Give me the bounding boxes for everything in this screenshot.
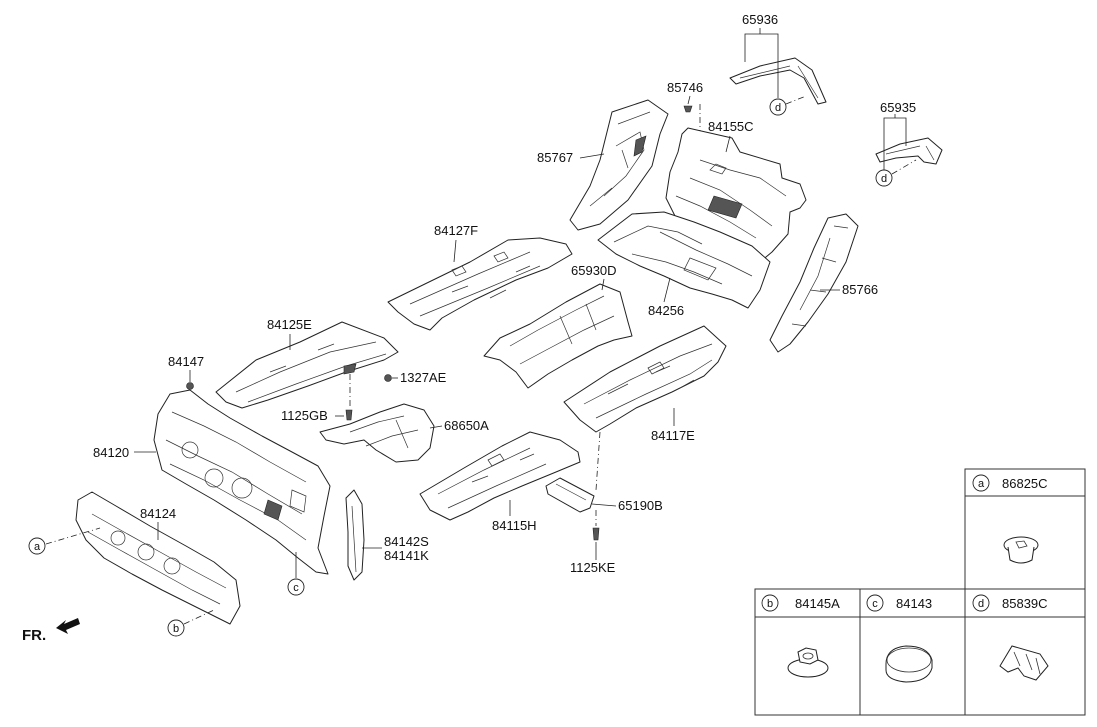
clip-85839C-icon xyxy=(999,645,1049,681)
callout-d-top: d xyxy=(769,98,787,116)
label-84125E: 84125E xyxy=(267,317,312,332)
callout-b: b xyxy=(167,619,185,637)
leader-85746 xyxy=(687,95,691,105)
leader-65190B xyxy=(591,503,617,507)
dashline-84117E xyxy=(595,431,601,491)
label-85767: 85767 xyxy=(537,150,573,165)
label-65935: 65935 xyxy=(880,100,916,115)
legend-item-a: a 86825C xyxy=(972,474,1048,564)
label-65936: 65936 xyxy=(742,12,778,27)
svg-text:b: b xyxy=(173,623,179,635)
part-85766-shape xyxy=(769,213,859,353)
part-84127F-shape xyxy=(387,237,573,331)
label-84142S: 84142S xyxy=(384,534,429,549)
nut-84145A-icon xyxy=(787,647,829,678)
part-84117E-shape xyxy=(563,325,727,433)
label-84115H: 84115H xyxy=(492,518,537,533)
part-84142S-shape xyxy=(345,489,365,581)
direction-label: FR. xyxy=(22,627,46,644)
legend-item-b: b 84145A xyxy=(761,594,840,678)
part-85767-shape xyxy=(569,99,669,231)
label-84256: 84256 xyxy=(648,303,684,318)
svg-text:c: c xyxy=(872,598,878,610)
label-65930D: 65930D xyxy=(571,263,617,278)
part-84120-shape xyxy=(153,389,331,575)
legend-part-d: 85839C xyxy=(1002,596,1048,611)
leader-84155C xyxy=(725,135,731,153)
label-84155C: 84155C xyxy=(708,119,754,134)
label-85746: 85746 xyxy=(667,80,703,95)
dashline-d-right xyxy=(891,159,917,175)
part-65930D-shape xyxy=(483,283,633,389)
part-84125E-shape xyxy=(215,321,399,409)
legend-table xyxy=(754,468,1086,716)
dashline-b xyxy=(183,609,215,625)
part-84115H-shape xyxy=(419,431,581,521)
plug-84143-icon xyxy=(885,645,933,683)
dashline-a xyxy=(45,527,101,545)
bolt-1125KE xyxy=(592,527,600,541)
leader-65936 xyxy=(744,28,779,62)
legend-part-c: 84143 xyxy=(896,596,932,611)
nut-1327AE xyxy=(384,374,392,382)
part-68650A-shape xyxy=(319,403,435,463)
leader-85767 xyxy=(579,153,605,159)
label-85766: 85766 xyxy=(842,282,878,297)
bolt-1125GB xyxy=(345,409,353,421)
label-1125KE: 1125KE xyxy=(570,560,616,575)
label-1327AE: 1327AE xyxy=(400,370,447,385)
label-84141K: 84141K xyxy=(384,548,429,563)
label-84147: 84147 xyxy=(168,354,204,369)
grommet-84147 xyxy=(186,382,194,390)
label-84120: 84120 xyxy=(93,445,129,460)
label-1125GB: 1125GB xyxy=(281,408,328,423)
part-65190B-shape xyxy=(545,477,595,513)
label-65190B: 65190B xyxy=(618,498,663,513)
leader-68650A xyxy=(429,425,443,429)
legend-item-c: c 84143 xyxy=(866,594,933,683)
label-84124: 84124 xyxy=(140,506,176,521)
clip-85746-shape xyxy=(683,105,693,113)
svg-text:a: a xyxy=(978,478,985,490)
legend-item-d: d 85839C xyxy=(972,594,1049,681)
clip-86825C-icon xyxy=(1003,536,1039,564)
leader-65930D xyxy=(601,278,605,291)
legend-part-a: 86825C xyxy=(1002,476,1048,491)
svg-text:c: c xyxy=(293,582,299,594)
label-84117E: 84117E xyxy=(651,428,695,443)
svg-text:a: a xyxy=(34,541,41,553)
label-68650A: 68650A xyxy=(444,418,489,433)
part-65936-shape xyxy=(729,57,827,105)
dashline-d-top xyxy=(785,95,807,105)
part-84124-shape xyxy=(75,491,241,625)
svg-text:d: d xyxy=(881,173,887,185)
part-84256-shape xyxy=(597,211,771,309)
svg-text:d: d xyxy=(775,102,781,114)
legend-part-b: 84145A xyxy=(795,596,840,611)
callout-c: c xyxy=(287,578,305,596)
callout-d-right: d xyxy=(875,169,893,187)
callout-a: a xyxy=(28,537,46,555)
leader-65935 xyxy=(883,114,907,150)
leader-84256 xyxy=(663,277,671,303)
label-84127F: 84127F xyxy=(434,223,478,238)
leader-84127F xyxy=(453,239,457,263)
svg-text:d: d xyxy=(978,598,984,610)
front-arrow-icon xyxy=(56,618,80,634)
svg-text:b: b xyxy=(767,598,773,610)
part-65935-shape xyxy=(875,137,943,165)
